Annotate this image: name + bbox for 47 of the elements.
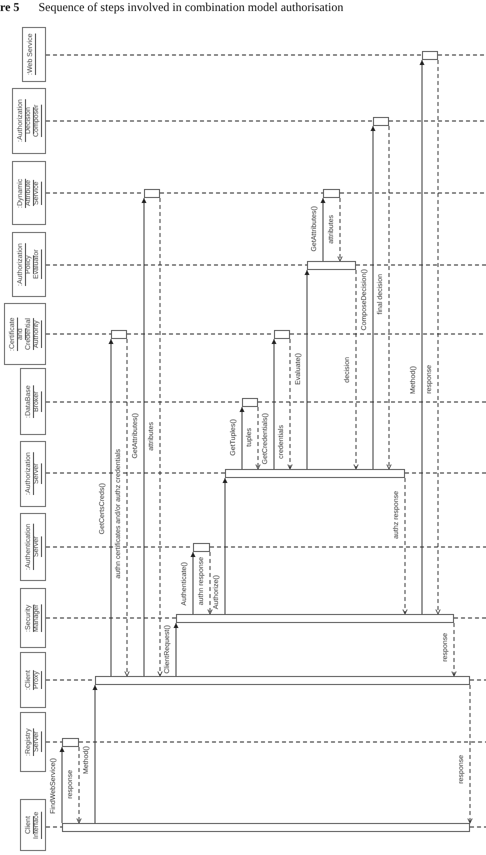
activation-bar — [373, 117, 389, 126]
return-arrow — [451, 622, 457, 676]
message-arrow — [60, 746, 64, 824]
message-arrow — [240, 406, 244, 470]
return-arrow — [207, 552, 213, 614]
message-arrow — [108, 338, 114, 676]
return-arrow — [255, 406, 261, 470]
message-arrow — [92, 684, 98, 824]
message-arrow — [142, 198, 146, 676]
lifeline — [160, 192, 324, 194]
activation-bar — [176, 614, 454, 623]
return-arrow — [467, 684, 473, 824]
activation-bar — [274, 330, 290, 339]
return-arrow — [402, 478, 408, 614]
activation-bar — [111, 330, 127, 339]
return-arrow — [157, 198, 163, 676]
message-arrow — [304, 270, 310, 470]
lifeline — [46, 54, 422, 56]
message-arrow — [370, 126, 376, 470]
lifeline — [46, 826, 62, 828]
activation-bar — [307, 261, 356, 270]
return-arrow — [435, 60, 441, 614]
activation-bar — [242, 398, 258, 407]
message-arrow — [320, 198, 326, 262]
message-arrow — [190, 552, 196, 614]
return-arrow — [386, 126, 392, 470]
lifeline — [46, 264, 308, 266]
figure-title: re 5 Sequence of steps involved in combination model authorisation — [0, 0, 344, 15]
activation-bar — [62, 738, 79, 747]
message-arrow — [272, 338, 276, 470]
activation-bar — [323, 189, 340, 198]
message-arrow — [222, 478, 228, 614]
activation-bar — [62, 823, 470, 832]
activation-bar — [422, 51, 438, 60]
activation-bar — [193, 543, 210, 552]
return-arrow — [76, 746, 82, 824]
message-arrow — [174, 622, 178, 676]
message-arrow — [420, 60, 424, 614]
return-arrow — [337, 198, 343, 262]
lifeline — [46, 472, 226, 474]
lifeline — [46, 120, 374, 122]
return-arrow — [124, 338, 130, 676]
return-arrow — [353, 270, 359, 470]
activation-bar — [225, 469, 405, 478]
activation-bar — [95, 676, 470, 685]
return-arrow — [287, 338, 293, 470]
activation-bar — [144, 189, 160, 198]
